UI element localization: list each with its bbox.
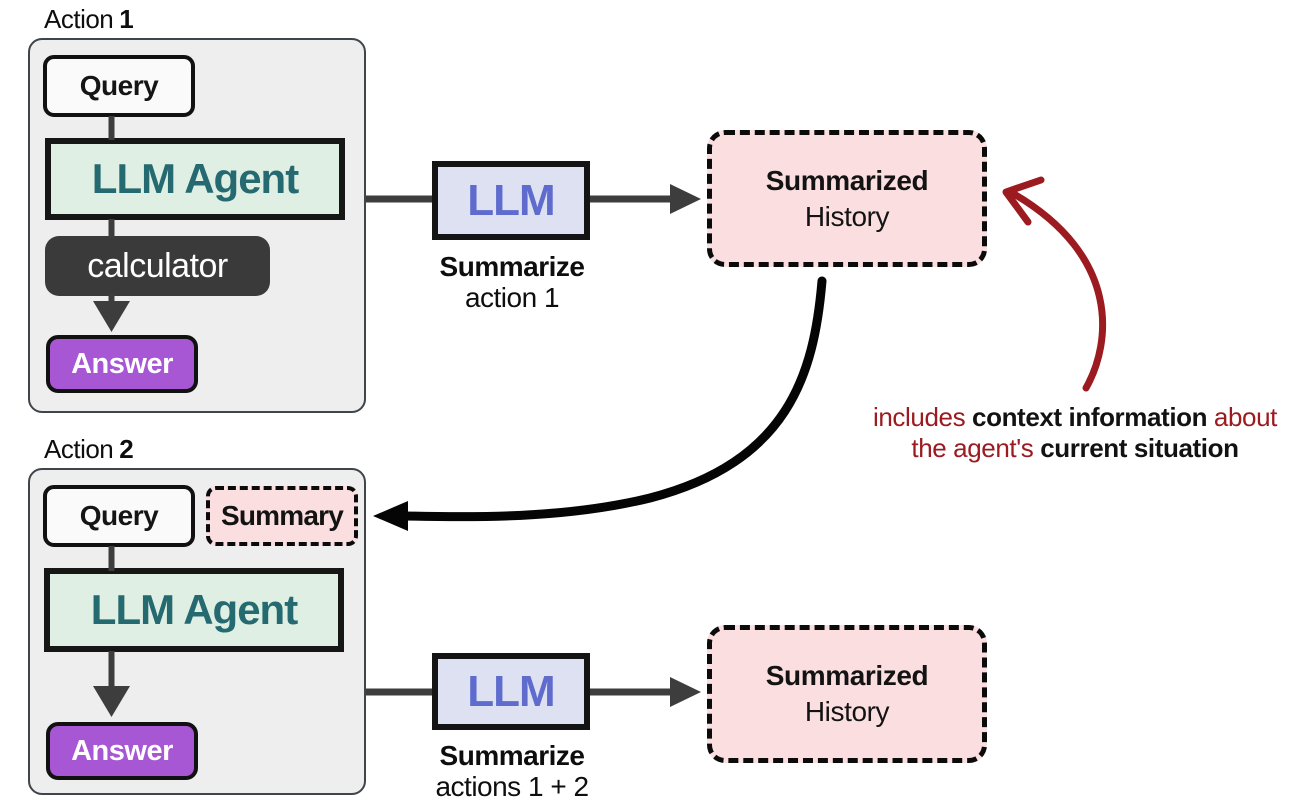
summarized-history1-node: Summarized History	[707, 130, 987, 267]
llm2-node: LLM	[432, 653, 590, 730]
arrowhead-llm2-to-history2	[670, 677, 701, 707]
summarize1-line2: action 1	[464, 282, 560, 313]
action2-query-node: Query	[43, 485, 195, 547]
summarize2-line1: Summarize	[439, 740, 585, 771]
action1-llm-agent-node: LLM Agent	[45, 138, 345, 220]
summarized-history2-line2: History	[804, 696, 890, 727]
context-annotation: includes context information about the ag…	[845, 402, 1305, 464]
action2-label-prefix: Action	[44, 434, 114, 464]
action1-query-node: Query	[43, 55, 195, 117]
llm1-node: LLM	[432, 161, 590, 240]
arrowhead-llm1-to-history1	[670, 184, 701, 214]
summarized-history1-line2: History	[804, 200, 890, 232]
arrowhead-annotation-to-history1	[1002, 176, 1045, 226]
action1-label-prefix: Action	[44, 4, 114, 34]
action2-answer-node: Answer	[46, 722, 198, 780]
action1-query-label: Query	[79, 70, 159, 101]
annotation-seg3: about	[1207, 402, 1277, 432]
action2-summary-label: Summary	[220, 500, 344, 531]
edge-annotation-to-history1-curve	[1010, 190, 1107, 392]
llm1-label: LLM	[467, 175, 555, 225]
action1-llm-agent-label: LLM Agent	[91, 155, 299, 202]
action2-llm-agent-label: LLM Agent	[90, 586, 298, 633]
summarize1-caption: Summarize action 1	[412, 251, 612, 313]
summarize1-line1: Summarize	[439, 251, 585, 282]
annotation-seg2: context information	[972, 402, 1208, 432]
annotation-seg5: current situation	[1040, 433, 1239, 463]
annotation-seg4: the agent's	[911, 433, 1041, 463]
edge-history1-to-summary2-curve	[401, 276, 827, 522]
action1-calculator-node: calculator	[45, 236, 270, 296]
action1-calculator-label: calculator	[87, 246, 228, 285]
llm2-label: LLM	[467, 666, 555, 716]
action1-label-number: 1	[119, 4, 134, 34]
action1-answer-node: Answer	[46, 335, 198, 393]
action1-answer-label: Answer	[71, 347, 173, 380]
action2-query-label: Query	[79, 500, 159, 531]
action2-label-number: 2	[119, 434, 134, 464]
annotation-seg1: includes	[873, 402, 973, 432]
action2-answer-label: Answer	[71, 734, 173, 767]
summarized-history2-node: Summarized History	[707, 625, 987, 763]
summarized-history1-line1: Summarized	[765, 164, 929, 196]
arrowhead-history1-to-summary2	[373, 501, 408, 531]
action2-summary-node: Summary	[206, 486, 358, 546]
summarize2-caption: Summarize actions 1 + 2	[392, 740, 632, 802]
summarized-history2-line1: Summarized	[765, 660, 929, 691]
summarize2-line2: actions 1 + 2	[435, 771, 589, 802]
action2-llm-agent-node: LLM Agent	[44, 568, 344, 652]
